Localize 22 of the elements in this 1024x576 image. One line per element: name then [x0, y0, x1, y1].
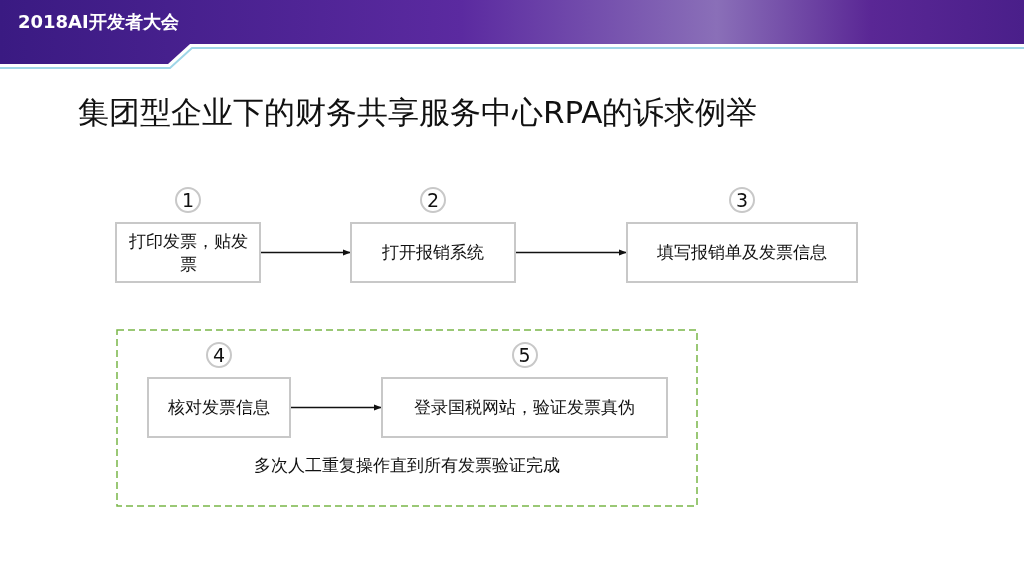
- step-label: 登录国税网站，验证发票真伪: [414, 396, 635, 419]
- process-box: [381, 377, 668, 438]
- process-box: [626, 222, 858, 283]
- process-box: [147, 377, 291, 438]
- arrow: [290, 404, 382, 411]
- slide-title: 集团型企业下的财务共享服务中心RPA的诉求例举: [78, 93, 758, 132]
- step-label: 打印发票，贴发票: [127, 229, 249, 276]
- step-label: 打开报销系统: [382, 241, 484, 264]
- step-label: 填写报销单及发票信息: [657, 241, 827, 264]
- step-number: 4: [206, 342, 232, 368]
- process-box: [350, 222, 516, 283]
- process-box: [115, 222, 261, 283]
- step-number: 2: [420, 187, 446, 213]
- conference-name: 2018AI开发者大会: [18, 10, 179, 34]
- arrow: [515, 249, 627, 256]
- arrow: [260, 249, 351, 256]
- group-note: 多次人工重复操作直到所有发票验证完成: [254, 454, 560, 477]
- step-number: 5: [511, 342, 538, 368]
- step-label: 核对发票信息: [168, 396, 270, 419]
- step-number: 3: [729, 187, 755, 213]
- step-number: 1: [175, 187, 201, 213]
- dashed-group-frame: [116, 329, 698, 507]
